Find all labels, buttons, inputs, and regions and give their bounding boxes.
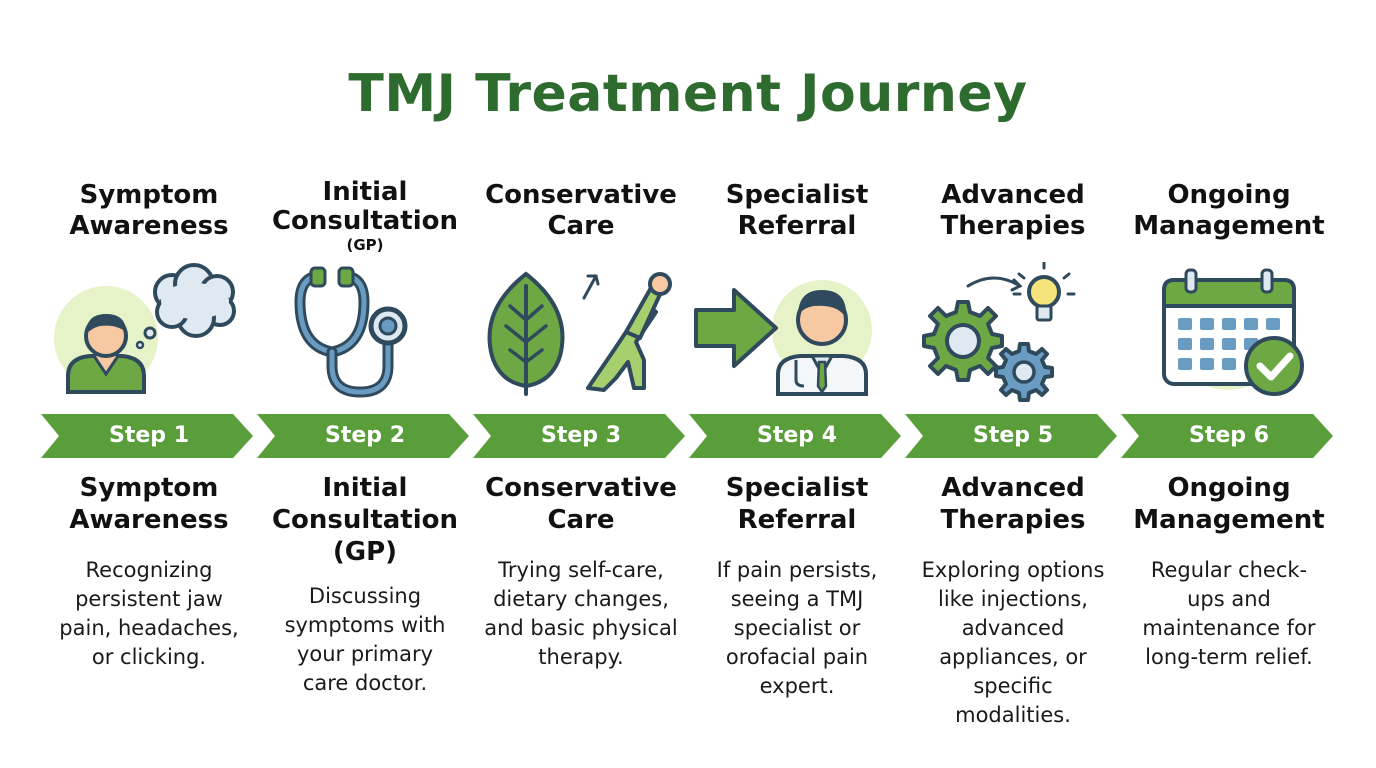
step-top-title-line: Therapies — [940, 211, 1086, 241]
leaf-stretching-person-icon — [476, 262, 686, 402]
step-label: Step 2 — [325, 423, 405, 448]
step-description-line: Exploring options — [921, 558, 1105, 582]
step-label: Step 4 — [757, 423, 837, 448]
step-description: Exploring options like injections, advance… — [905, 556, 1121, 730]
step-description: Discussing symptoms with your primary care … — [257, 582, 473, 698]
step-description-line: symptoms with — [284, 613, 446, 637]
step-chevron — [41, 414, 257, 458]
step-description-line: care doctor. — [302, 671, 428, 695]
step-description-line: your primary — [296, 642, 434, 666]
step-description-line: ups and — [1187, 587, 1271, 611]
step-top-title-line: Advanced — [941, 180, 1085, 210]
step-description: Trying self-care, dietary changes, and bas… — [473, 556, 689, 672]
step-description: Recognizing persistent jaw pain, headaches… — [41, 556, 257, 672]
step-description-line: orofacial pain — [725, 645, 869, 669]
step-top-title-line: Specialist — [725, 180, 869, 210]
step-title-line: (GP) — [332, 537, 398, 567]
step-description: If pain persists, seeing a TMJ specialist … — [689, 556, 905, 701]
step-description-line: therapy. — [538, 645, 624, 669]
step-title-line: Conservative — [485, 473, 677, 503]
gears-lightbulb-icon — [908, 262, 1118, 402]
step-description-line: Discussing — [308, 584, 422, 608]
page-title: TMJ Treatment Journey — [348, 64, 1028, 124]
person-thought-bubble-icon — [44, 262, 254, 402]
step-title-line: Symptom — [79, 473, 219, 503]
step-title-line: Referral — [737, 505, 857, 535]
step-description-line: maintenance for — [1142, 616, 1316, 640]
step-description-line: dietary changes, — [493, 587, 669, 611]
step-top-title-line: Conservative — [485, 180, 677, 210]
stethoscope-icon — [260, 262, 470, 402]
step-chevron — [257, 414, 473, 458]
step-label: Step 5 — [973, 423, 1053, 448]
step-top-title-line: Management — [1133, 211, 1325, 241]
step-chevron — [905, 414, 1121, 458]
step-top-title-line: Symptom — [79, 180, 219, 210]
step-top-title-line: Awareness — [69, 211, 229, 241]
step-chevron — [689, 414, 905, 458]
step-top-title-line: Care — [547, 211, 615, 241]
step-description-line: Regular check- — [1150, 558, 1308, 582]
step-chevron — [1121, 414, 1337, 458]
step-description-line: Recognizing — [85, 558, 213, 582]
step-description-line: advanced — [961, 616, 1065, 640]
step-description-line: pain, headaches, — [59, 616, 239, 640]
step-description-line: seeing a TMJ — [730, 587, 864, 611]
step-top-note: (GP) — [346, 236, 384, 254]
step-description-line: and basic physical — [484, 616, 678, 640]
step-label: Step 1 — [109, 423, 189, 448]
step-description: Regular check-ups and maintenance for long… — [1121, 556, 1337, 672]
step-top-title-line: Ongoing — [1167, 180, 1291, 210]
step-title-line: Management — [1133, 505, 1325, 535]
step-title-line: Specialist — [725, 473, 869, 503]
step-description-line: or clicking. — [91, 645, 207, 669]
step-label: Step 6 — [1189, 423, 1269, 448]
step-description-line: persistent jaw — [75, 587, 223, 611]
step-title-line: Ongoing — [1167, 473, 1291, 503]
step-description-line: If pain persists, — [716, 558, 878, 582]
arrow-doctor-icon — [692, 262, 902, 402]
step-title-line: Consultation — [271, 505, 459, 535]
step-title-line: Initial — [322, 473, 408, 503]
step-description-line: long-term relief. — [1145, 645, 1313, 669]
calendar-check-icon — [1124, 262, 1334, 402]
step-label: Step 3 — [541, 423, 621, 448]
step-top-title-line: Consultation — [271, 206, 459, 236]
step-description-line: modalities. — [955, 703, 1071, 727]
step-top-title-line: Initial — [322, 177, 408, 207]
step-title-line: Advanced — [941, 473, 1085, 503]
step-chevron — [473, 414, 689, 458]
step-description-line: Trying self-care, — [498, 558, 664, 582]
step-title-line: Awareness — [69, 505, 229, 535]
step-title-line: Care — [547, 505, 615, 535]
step-description-line: expert. — [759, 674, 835, 698]
step-top-title-line: Referral — [737, 211, 857, 241]
step-description-line: specialist or — [733, 616, 861, 640]
step-title-line: Therapies — [940, 505, 1086, 535]
step-description-line: like injections, — [938, 587, 1088, 611]
step-description-line: appliances, or — [939, 645, 1087, 669]
step-description-line: specific — [973, 674, 1053, 698]
